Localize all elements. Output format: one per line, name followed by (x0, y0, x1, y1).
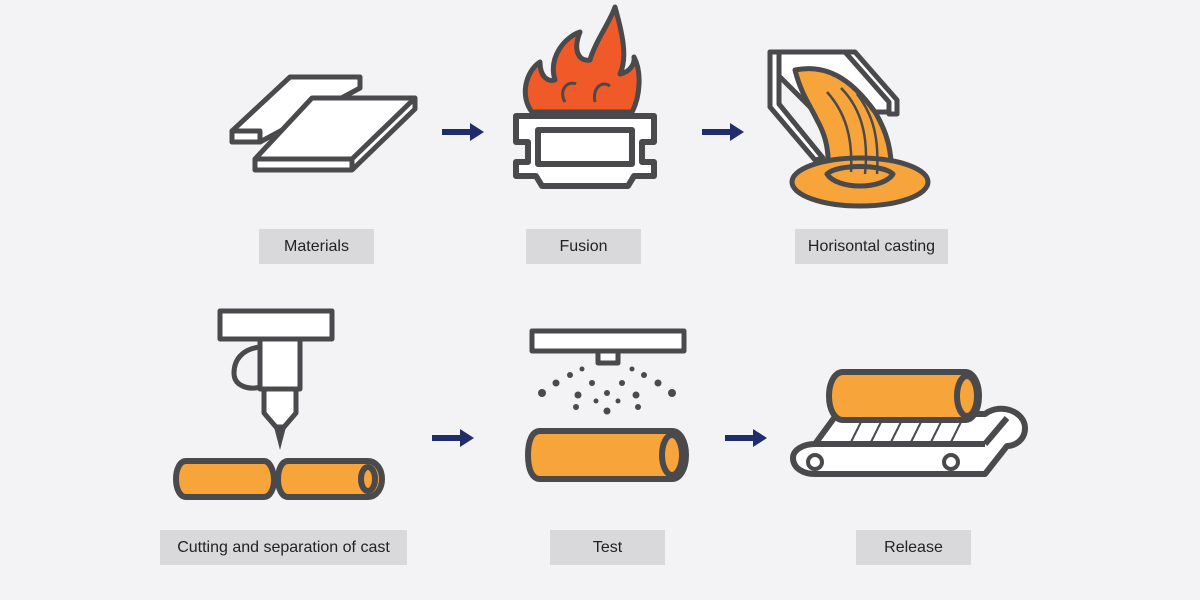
step-label-release: Release (856, 530, 971, 565)
arrow-right-icon (702, 123, 744, 141)
step-label-cutting: Cutting and separation of cast (160, 530, 407, 565)
conveyor-release-icon (790, 369, 1028, 477)
spray-test-icon (525, 328, 689, 482)
arrow-right-icon (725, 429, 767, 447)
casting-pour-icon (767, 49, 931, 209)
spray-droplets (538, 366, 676, 415)
step-label-fusion: Fusion (526, 229, 641, 264)
step-label-test: Test (550, 530, 665, 565)
arrow-right-icon (442, 123, 484, 141)
step-label-horisontal-casting: Horisontal casting (795, 229, 948, 264)
furnace-flame-icon (513, 4, 657, 189)
cutting-tool-icon (173, 308, 385, 500)
metal-plates-icon (229, 74, 418, 173)
step-label-materials: Materials (259, 229, 374, 264)
arrow-right-icon (432, 429, 474, 447)
